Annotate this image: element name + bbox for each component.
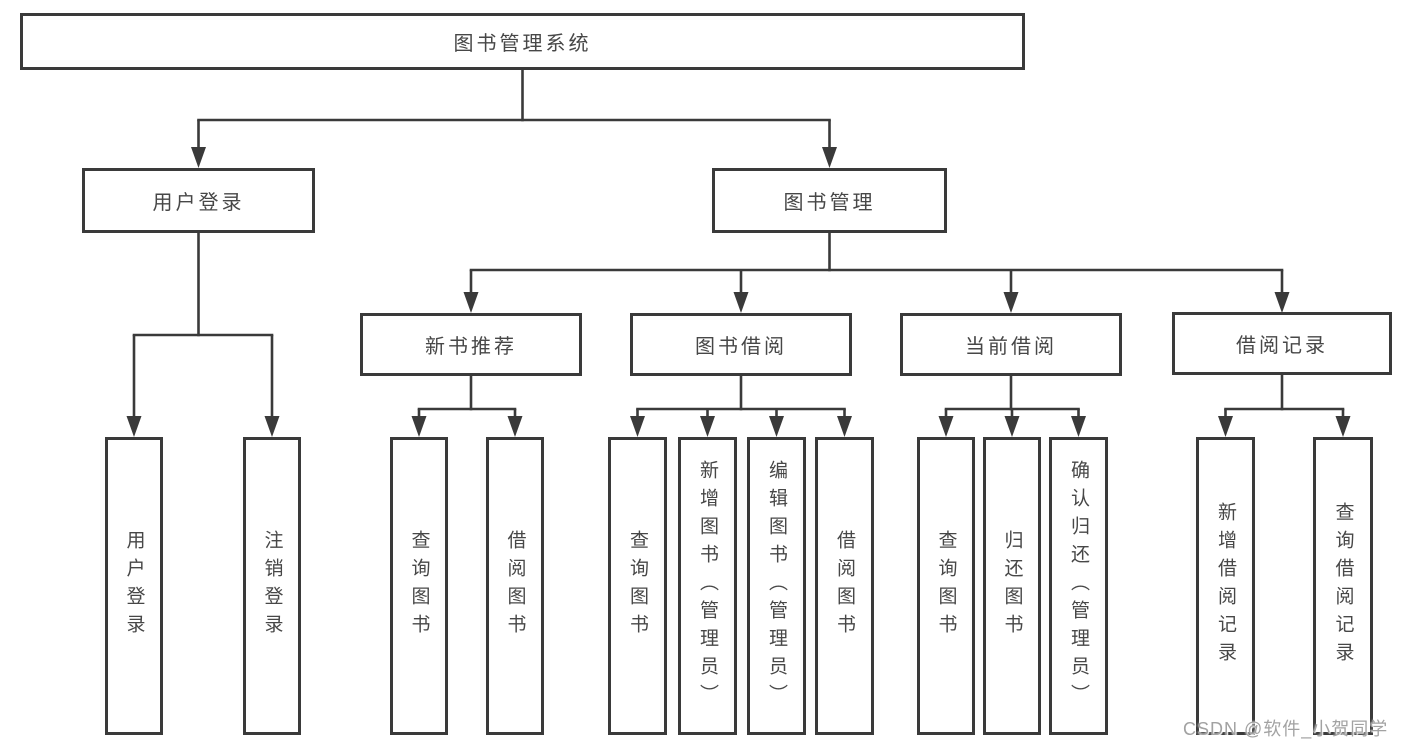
leaf-label: 查询图书 bbox=[408, 530, 430, 642]
node-borrowing-records: 借阅记录 bbox=[1172, 312, 1392, 375]
leaf-label: 编辑图书（管理员） bbox=[766, 460, 787, 712]
node-user-login-label: 用户登录 bbox=[152, 192, 245, 214]
node-current-borrowing: 当前借阅 bbox=[900, 313, 1122, 376]
node-root-label: 图书管理系统 bbox=[453, 33, 592, 55]
node-leaf-add-book-admin: 新增图书（管理员） bbox=[678, 437, 737, 735]
node-leaf-query-books-2: 查询图书 bbox=[608, 437, 667, 735]
node-book-borrowing-label: 图书借阅 bbox=[695, 336, 787, 358]
leaf-label: 归还图书 bbox=[1001, 530, 1023, 642]
leaf-label: 借阅图书 bbox=[504, 530, 526, 642]
node-leaf-return-books: 归还图书 bbox=[983, 437, 1041, 735]
node-leaf-query-borrow-record: 查询借阅记录 bbox=[1313, 437, 1373, 735]
node-leaf-confirm-return-admin: 确认归还（管理员） bbox=[1049, 437, 1108, 735]
node-root: 图书管理系统 bbox=[20, 13, 1025, 70]
node-leaf-add-borrow-record: 新增借阅记录 bbox=[1196, 437, 1255, 735]
leaf-label: 查询借阅记录 bbox=[1332, 502, 1354, 670]
node-new-book-recommendation: 新书推荐 bbox=[360, 313, 582, 376]
node-leaf-user-login: 用户登录 bbox=[105, 437, 163, 735]
node-book-management: 图书管理 bbox=[712, 168, 947, 233]
node-leaf-borrow-books-1: 借阅图书 bbox=[486, 437, 544, 735]
node-book-borrowing: 图书借阅 bbox=[630, 313, 852, 376]
leaf-label: 查询图书 bbox=[935, 530, 957, 642]
node-leaf-edit-book-admin: 编辑图书（管理员） bbox=[747, 437, 806, 735]
node-borrowing-records-label: 借阅记录 bbox=[1236, 335, 1328, 357]
leaf-label: 注销登录 bbox=[261, 530, 283, 642]
node-current-borrowing-label: 当前借阅 bbox=[965, 336, 1057, 358]
node-leaf-logout: 注销登录 bbox=[243, 437, 301, 735]
leaf-label: 新增借阅记录 bbox=[1215, 502, 1236, 670]
node-leaf-query-books-1: 查询图书 bbox=[390, 437, 448, 735]
leaf-label: 借阅图书 bbox=[834, 530, 855, 642]
leaf-label: 确认归还（管理员） bbox=[1068, 460, 1089, 712]
node-new-book-recommendation-label: 新书推荐 bbox=[425, 336, 517, 358]
leaf-label: 用户登录 bbox=[123, 530, 145, 642]
leaf-label: 查询图书 bbox=[627, 530, 648, 642]
node-leaf-borrow-books-2: 借阅图书 bbox=[815, 437, 874, 735]
leaf-label: 新增图书（管理员） bbox=[697, 460, 718, 712]
node-book-management-label: 图书管理 bbox=[783, 192, 876, 214]
node-user-login: 用户登录 bbox=[82, 168, 315, 233]
node-leaf-query-books-3: 查询图书 bbox=[917, 437, 975, 735]
csdn-watermark: CSDN @软件_小贺同学 bbox=[1183, 719, 1389, 739]
